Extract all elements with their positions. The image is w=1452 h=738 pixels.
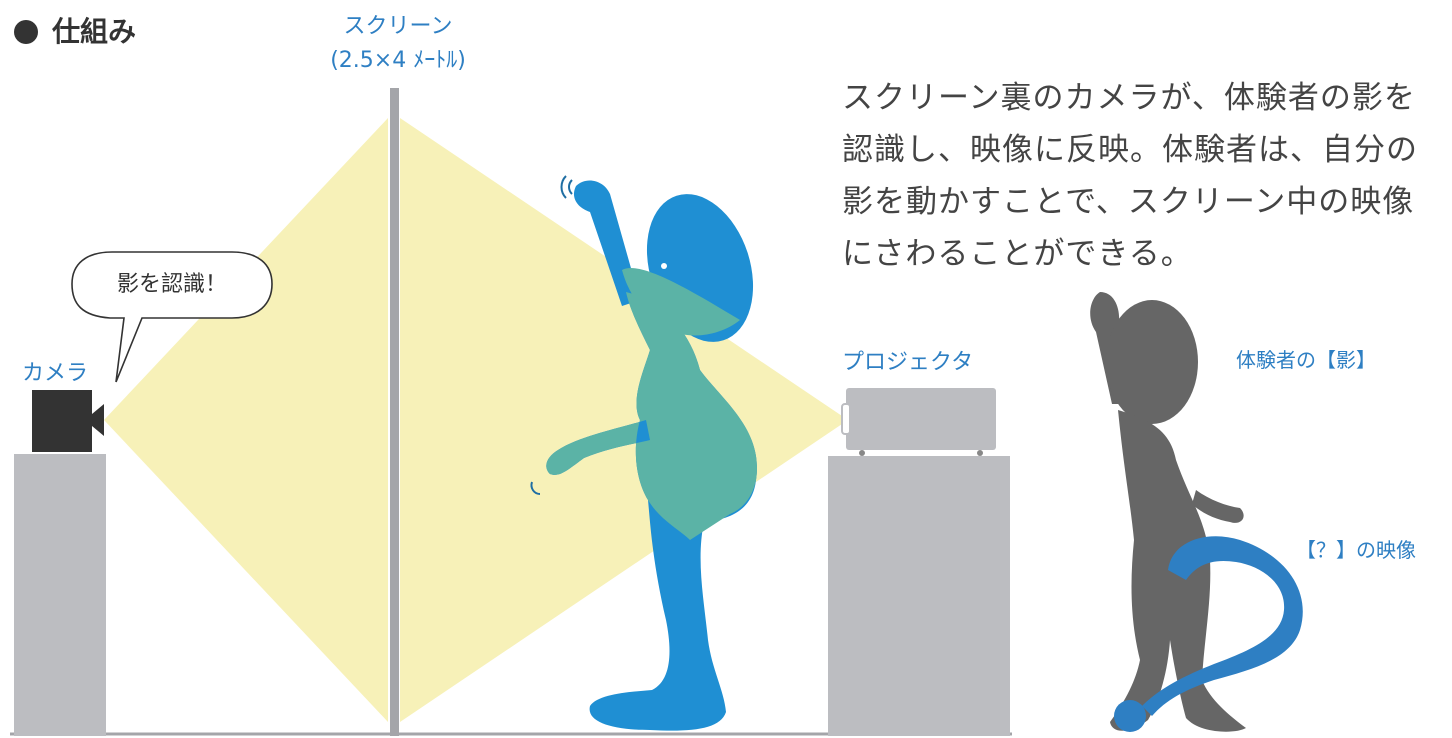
projected-image-label: 【？】の映像 bbox=[1296, 538, 1416, 562]
section-title: 仕組み bbox=[14, 10, 136, 50]
projector-light-cone bbox=[400, 118, 848, 722]
screen-label: スクリーン (2.5×4 ﾒｰﾄﾙ) bbox=[318, 10, 478, 78]
camera-light-cone bbox=[104, 118, 388, 722]
description-text: スクリーン裏のカメラが、体験者の影を認識し、映像に反映。体験者は、自分の影を動か… bbox=[842, 80, 1418, 272]
bullet-icon bbox=[14, 20, 38, 44]
question-mark-image bbox=[1114, 536, 1303, 732]
camera-icon bbox=[32, 390, 104, 452]
screen-label-name: スクリーン bbox=[343, 14, 453, 39]
light-overlap bbox=[546, 268, 757, 540]
section-title-text: 仕組み bbox=[52, 15, 137, 48]
camera-stand bbox=[14, 454, 106, 736]
camera-label: カメラ bbox=[22, 361, 89, 386]
projector-label: プロジェクタ bbox=[842, 350, 974, 375]
screen-panel bbox=[390, 88, 399, 736]
projector-stand bbox=[828, 456, 1010, 736]
participant-shadow-label: 体験者の【影】 bbox=[1236, 348, 1376, 372]
screen-label-size: (2.5×4 ﾒｰﾄﾙ) bbox=[330, 48, 466, 73]
projector-icon bbox=[841, 388, 996, 456]
speech-bubble-text: 影を認識！ bbox=[116, 272, 227, 297]
person-eye bbox=[661, 263, 667, 269]
speech-bubble bbox=[71, 251, 273, 383]
